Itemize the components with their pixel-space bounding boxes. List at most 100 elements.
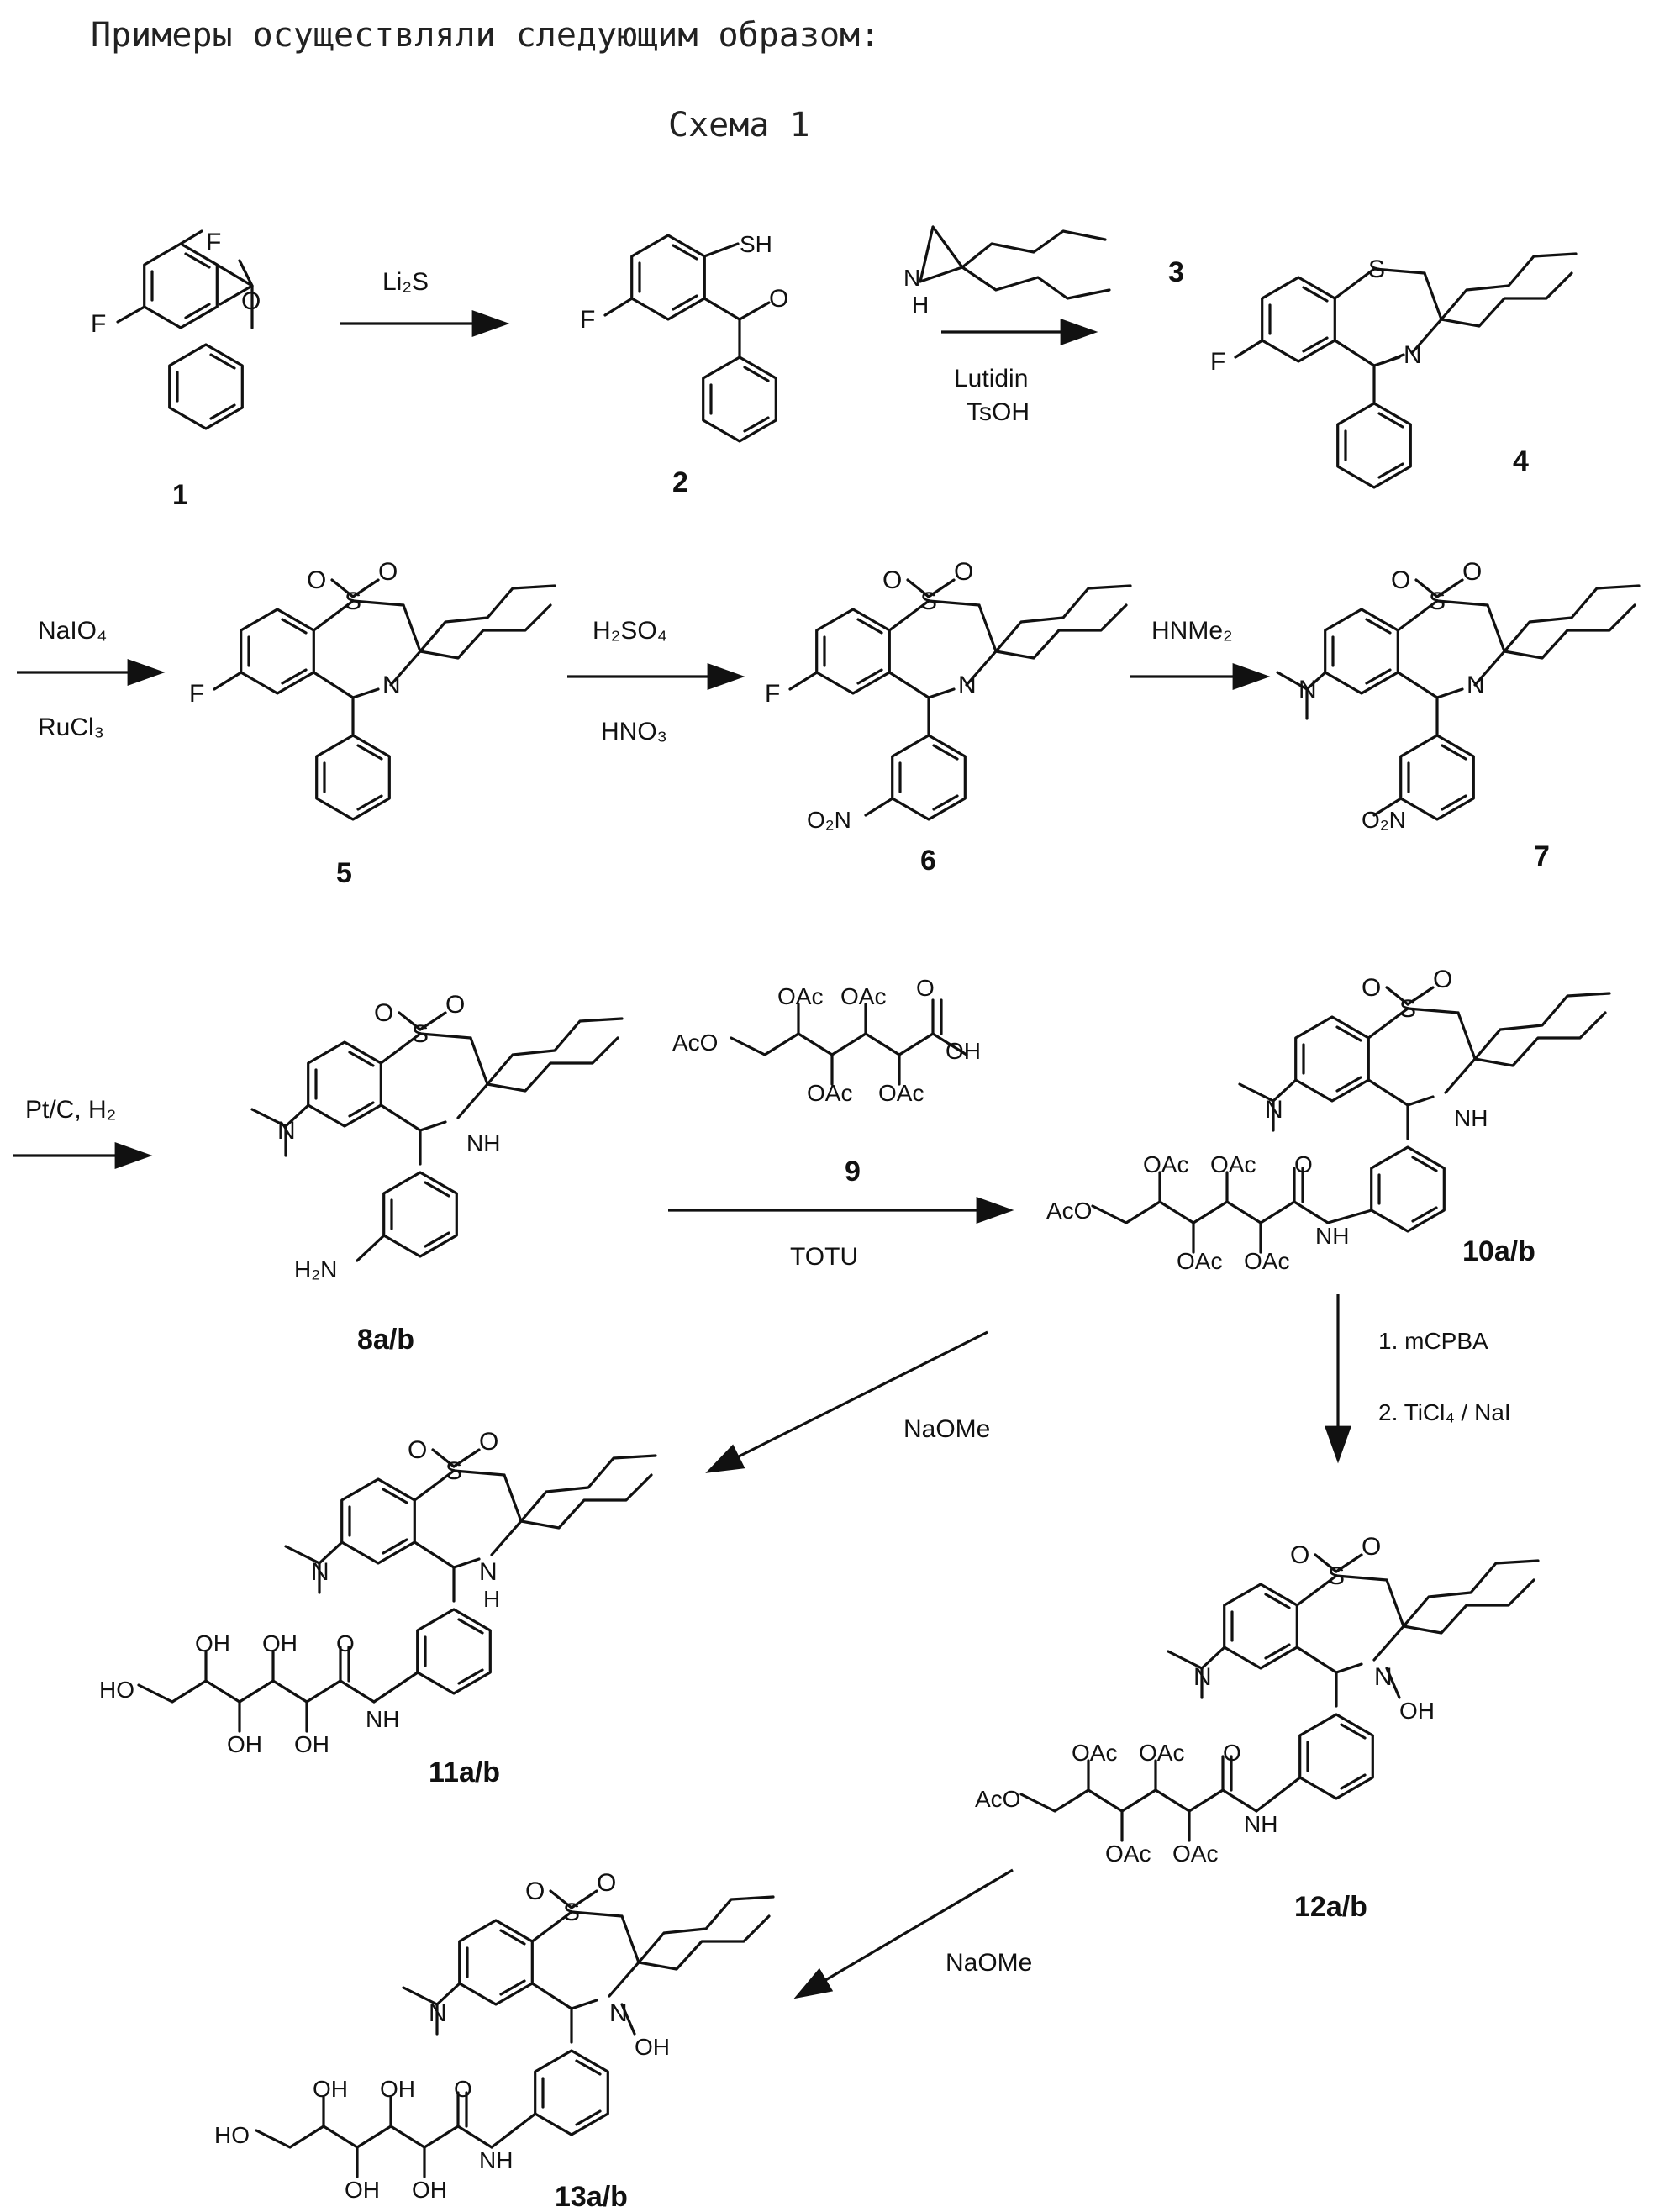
atom-label: N (479, 1558, 498, 1586)
compound-7-structure (1277, 580, 1639, 819)
compound-3-structure (920, 227, 1109, 298)
atom-label: O (769, 285, 788, 313)
atom-label: H₂N (294, 1256, 337, 1282)
compound-5-structure (214, 580, 555, 819)
atom-label: O (1462, 558, 1482, 586)
atom-label: OH (1399, 1698, 1435, 1724)
compound-13-structure (256, 1891, 773, 2177)
atom-label: OH (635, 2034, 670, 2060)
atom-label: SH (740, 231, 772, 257)
compound-12-structure (1021, 1555, 1538, 1841)
atom-label: O (1223, 1740, 1241, 1766)
atom-label: NH (366, 1706, 399, 1732)
atom-label: AcO (975, 1786, 1020, 1812)
atom-label: N (609, 1999, 628, 2027)
scheme-title: Схема 1 (668, 106, 810, 145)
atom-label: N (311, 1558, 329, 1586)
atom-label: OAc (1210, 1151, 1256, 1177)
reagent-label: HNMe₂ (1151, 617, 1233, 645)
compound-label: 8a/b (357, 1324, 414, 1356)
atom-label: OAc (1172, 1841, 1218, 1867)
atom-label: S (412, 1020, 429, 1048)
atom-label: O (336, 1630, 355, 1656)
compound-label: 1 (172, 479, 188, 511)
atom-label: O (374, 999, 393, 1027)
atom-label: N (277, 1117, 296, 1145)
compound-2-structure (605, 235, 776, 441)
atom-label: F (580, 306, 595, 334)
compound-1-structure (118, 231, 252, 429)
reagent-label: TOTU (790, 1243, 858, 1271)
atom-label: N (1467, 672, 1485, 699)
atom-label: N (958, 672, 977, 699)
atom-label: OH (294, 1731, 329, 1757)
atom-label: O (1433, 966, 1452, 993)
atom-label: O (378, 558, 398, 586)
atom-label: NH (466, 1130, 500, 1156)
compound-label: 9 (845, 1156, 861, 1188)
atom-label: F (1210, 348, 1225, 376)
atom-label: F (765, 680, 780, 708)
atom-label: NH (1454, 1105, 1488, 1131)
atom-label: O (882, 566, 902, 594)
atom-label: OH (412, 2177, 447, 2203)
reagent-label: NaOMe (903, 1415, 990, 1443)
reagent-label: 1. mCPBA (1378, 1328, 1488, 1354)
atom-label: S (345, 587, 361, 615)
atom-label: OAc (840, 983, 886, 1009)
atom-label: OAc (1139, 1740, 1184, 1766)
atom-label: S (1429, 587, 1446, 615)
reagent-label: Li₂S (382, 268, 429, 296)
atom-label: N (1374, 1663, 1393, 1691)
atom-label: NH (479, 2147, 513, 2173)
atom-label: O (408, 1436, 427, 1464)
atom-label: O (954, 558, 973, 586)
atom-label: N (429, 1999, 447, 2027)
reaction-arrow (798, 1870, 1013, 1996)
atom-label: AcO (672, 1030, 718, 1056)
atom-label: O (1294, 1151, 1313, 1177)
compound-label: 3 (1168, 256, 1184, 288)
compound-label: 5 (336, 857, 352, 889)
atom-label: O (916, 975, 935, 1001)
atom-label: H (912, 292, 929, 318)
reagent-label: TsOH (967, 398, 1030, 426)
atom-label: O (1391, 566, 1410, 594)
compound-label: 13a/b (555, 2181, 628, 2212)
atom-label: OH (262, 1630, 298, 1656)
atom-label: O₂N (1362, 807, 1406, 833)
atom-label: N (1404, 341, 1422, 369)
reagent-label: H₂SO₄ (593, 617, 667, 645)
atom-label: NH (1244, 1811, 1277, 1837)
atom-label: N (1193, 1663, 1212, 1691)
atom-label: OAc (1143, 1151, 1188, 1177)
atom-label: N (382, 672, 401, 699)
atom-label: S (1368, 255, 1385, 283)
atom-label: O (525, 1878, 545, 1905)
compound-label: 4 (1513, 445, 1529, 477)
compound-label: 2 (672, 466, 688, 498)
atom-label: OH (380, 2076, 415, 2102)
compound-9-structure (731, 1000, 967, 1084)
compound-label: 12a/b (1294, 1891, 1367, 1923)
atom-label: HO (214, 2122, 250, 2148)
compound-label: 7 (1534, 840, 1550, 872)
atom-label: S (920, 587, 937, 615)
reagent-label: NaIO₄ (38, 617, 107, 645)
atom-label: OAc (878, 1080, 924, 1106)
heading-text: Примеры осуществляли следующим образом: (91, 16, 880, 55)
reaction-arrow (710, 1332, 988, 1471)
compound-label: 11a/b (429, 1756, 500, 1788)
atom-label: H (483, 1586, 500, 1612)
atom-label: OAc (1177, 1248, 1222, 1274)
atom-label: OAc (807, 1080, 852, 1106)
reagent-label: RuCl₃ (38, 714, 104, 741)
compound-10-structure (1093, 988, 1609, 1252)
atom-label: O (241, 287, 261, 315)
compound-6-structure (790, 580, 1130, 819)
compound-label: 6 (920, 845, 936, 877)
atom-label: OH (345, 2177, 380, 2203)
atom-label: OAc (1072, 1740, 1117, 1766)
reagent-label: NaOMe (946, 1949, 1032, 1977)
